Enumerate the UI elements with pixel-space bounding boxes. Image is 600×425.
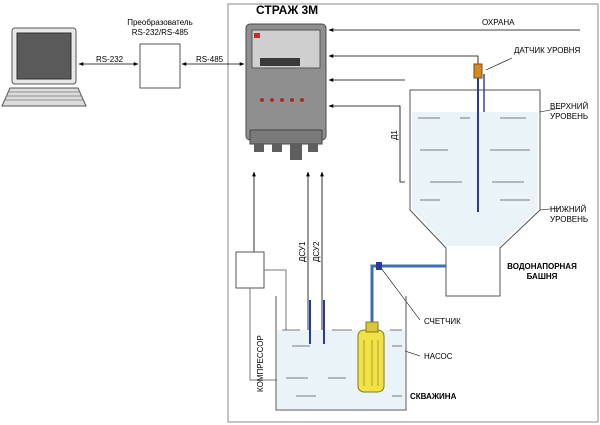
dsu1-label: ДСУ1: [298, 241, 307, 262]
water-tower: [409, 89, 561, 297]
rs232-label: RS-232: [96, 55, 124, 64]
converter-name-line1: Преобразователь: [127, 18, 193, 27]
controller-device-icon: [245, 23, 327, 160]
water-tower-label-line1: ВОДОНАПОРНАЯ: [507, 262, 577, 271]
pump-icon: [357, 321, 385, 393]
counter-label: СЧЕТЧИК: [424, 317, 461, 326]
upper-level-label-line1: ВЕРХНИЙ: [550, 102, 589, 111]
converter-name-line2: RS-232/RS-485: [131, 28, 189, 37]
dsu2-label: ДСУ2: [312, 241, 321, 262]
converter-box: [139, 43, 181, 89]
computer-icon: [1, 27, 87, 107]
counter-icon: [376, 262, 382, 270]
system-frame: [227, 3, 599, 423]
system-title: СТРАЖ 3М: [256, 3, 319, 17]
compressor-label: КОМПРЕССОР: [256, 335, 265, 392]
level-sensor-label: ДАТЧИК УРОВНЯ: [514, 46, 581, 55]
level-sensor-icon: [473, 57, 513, 212]
upper-level-label-line2: УРОВЕНЬ: [550, 112, 589, 121]
water-pipe: [370, 264, 446, 330]
pump-label: НАСОС: [424, 352, 453, 361]
well: [275, 296, 407, 411]
d1-label: Д1: [390, 130, 399, 140]
rs485-label: RS-485: [196, 55, 224, 64]
guard-label: ОХРАНА: [482, 18, 515, 27]
water-tower-label-line2: БАШНЯ: [526, 272, 558, 281]
well-label: СКВАЖИНА: [410, 392, 457, 401]
lower-level-label-line1: НИЖНИЙ: [550, 205, 587, 214]
compressor-box: [235, 251, 265, 289]
lower-level-label-line2: УРОВЕНЬ: [550, 215, 589, 224]
